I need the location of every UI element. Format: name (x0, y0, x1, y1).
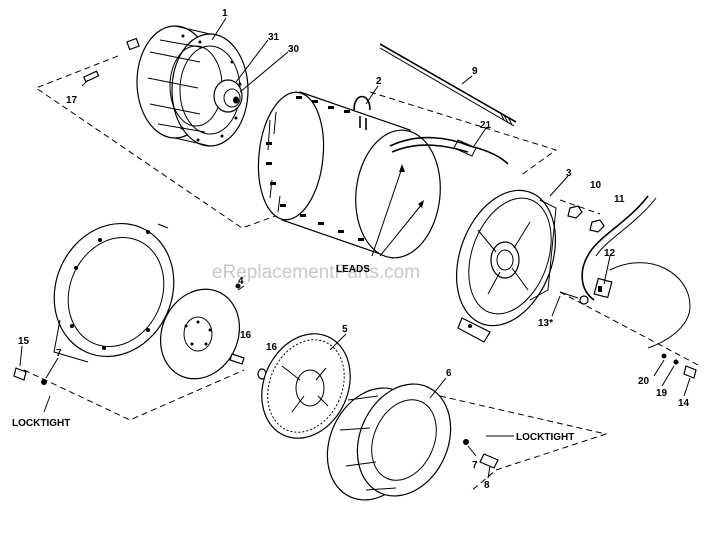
callout-7-left: 7 (56, 348, 62, 359)
adapter-plate (53, 222, 175, 363)
callout-17: 17 (66, 95, 78, 106)
screw-part-15 (13, 367, 27, 381)
callout-11: 11 (614, 194, 625, 205)
callout-2: 2 (376, 76, 382, 87)
bolt-part-16 (229, 353, 245, 365)
callout-6: 6 (446, 368, 452, 379)
locktight-label-left: LOCKTIGHT (12, 418, 70, 429)
locktight-label-right: LOCKTIGHT (516, 432, 574, 443)
leads-label: LEADS (336, 264, 370, 275)
callout-31: 31 (268, 32, 280, 43)
callout-9: 9 (472, 66, 478, 77)
fan-hub-part-5 (261, 333, 351, 439)
callout-8: 8 (484, 480, 490, 491)
callout-13: 13* (538, 318, 553, 329)
callout-21: 21 (480, 120, 492, 131)
callout-16-bolt: 16 (240, 330, 252, 341)
lead-harness-part-21 (389, 136, 509, 165)
callout-7-right: 7 (472, 460, 478, 471)
callout-20: 20 (638, 376, 650, 387)
watermark: eReplacementParts.com (212, 262, 420, 283)
callout-16-washer: 16 (266, 342, 278, 353)
callout-30: 30 (288, 44, 300, 55)
blower-fan-part-6 (326, 383, 452, 501)
flex-plate-disc (159, 283, 241, 380)
washer-part-7-right (463, 439, 469, 445)
callout-15: 15 (18, 336, 30, 347)
wiring-harness-part-12 (559, 195, 691, 349)
callout-4: 4 (238, 276, 244, 287)
washer-part-19 (673, 359, 679, 365)
pin-part-17 (81, 70, 100, 87)
nut-part-10 (567, 205, 583, 219)
washer-part-7-left (41, 379, 47, 385)
washer-part-20 (661, 353, 667, 359)
callout-numbers: 1 31 30 17 2 9 21 3 10 11 12 13* 4 16 16… (18, 8, 690, 491)
screw-part-14 (683, 365, 697, 379)
callout-14: 14 (678, 398, 690, 409)
screw-part-8 (479, 453, 499, 469)
callout-10: 10 (590, 180, 602, 191)
callout-3: 3 (566, 168, 572, 179)
screw-part-11 (589, 219, 605, 233)
callout-1: 1 (222, 8, 228, 19)
stator-housing (257, 91, 441, 259)
callout-12: 12 (604, 248, 616, 259)
end-bracket-part-3 (455, 189, 557, 343)
through-bolt-part-9 (379, 43, 517, 127)
callout-5: 5 (342, 324, 348, 335)
leads-arrows (371, 164, 424, 257)
callout-19: 19 (656, 388, 668, 399)
callout-leaders (19, 17, 691, 479)
stator-rotor-assembly (126, 25, 249, 147)
